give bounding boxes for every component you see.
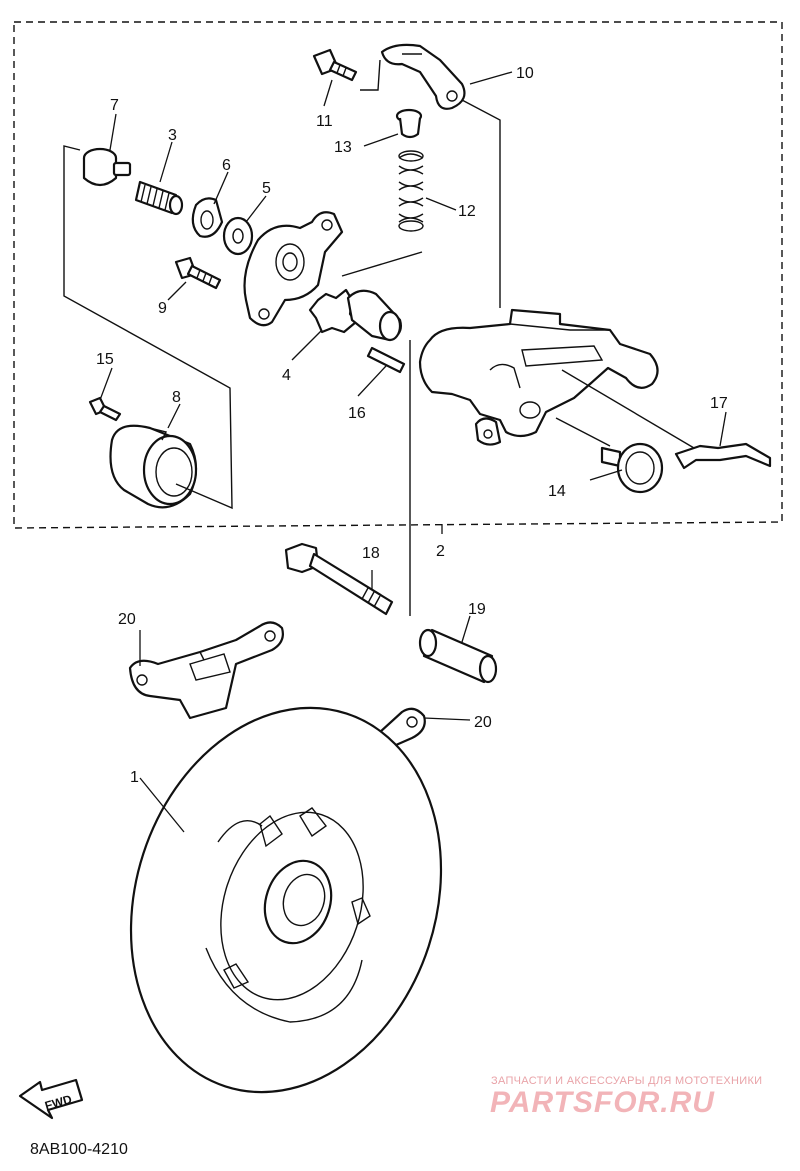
label-18: 18 (362, 545, 380, 562)
part-10-lever (380, 43, 466, 110)
adjuster-bracket (243, 211, 344, 327)
watermark-tagline: ЗАПЧАСТИ И АКСЕССУАРЫ ДЛЯ МОТОТЕХНИКИ (491, 1075, 763, 1087)
part-13-cap (395, 108, 423, 139)
part-19-sleeve (418, 628, 498, 684)
part-16-pin (366, 346, 406, 374)
part-12-spring (398, 150, 424, 232)
label-8: 8 (172, 389, 181, 406)
part-7-cap (82, 147, 132, 187)
part-4-gear-shaft (308, 288, 402, 342)
watermark-brand: PARTSFOR.RU (490, 1086, 715, 1119)
part-15-screw (88, 396, 122, 422)
part-11-bolt (312, 48, 358, 82)
part-8-cover (109, 424, 198, 509)
label-4: 4 (282, 367, 291, 384)
part-14-plug (600, 442, 664, 494)
label-14: 14 (548, 483, 566, 500)
label-10: 10 (516, 65, 534, 82)
label-6: 6 (222, 157, 231, 174)
label-2: 2 (436, 543, 445, 560)
label-16: 16 (348, 405, 366, 422)
assembly-guide-lines (63, 59, 695, 616)
part-6-clip (191, 197, 224, 238)
label-19: 19 (468, 601, 486, 618)
label-13: 13 (334, 139, 352, 156)
label-1: 1 (130, 769, 139, 786)
forward-arrow-icon: FWD (18, 1078, 84, 1120)
label-20-left: 20 (118, 611, 136, 628)
part-18-bolt (284, 542, 394, 616)
label-17: 17 (710, 395, 728, 412)
part-9-bolt (174, 256, 222, 290)
label-20-right: 20 (474, 714, 492, 731)
leader-lines (99, 71, 727, 833)
diagram-code: 8AB100-4210 (30, 1141, 128, 1158)
part-5-washer (222, 216, 254, 256)
part-3-adjuster-spring (134, 180, 184, 216)
label-11: 11 (316, 113, 333, 130)
label-15: 15 (96, 351, 114, 368)
label-3: 3 (168, 127, 177, 144)
label-12: 12 (458, 203, 476, 220)
part-1-brake-disc (129, 706, 443, 1094)
part-17-clip (674, 442, 772, 470)
part-20-brake-pad-left (128, 621, 284, 720)
caliper-body (418, 308, 659, 446)
label-5: 5 (262, 180, 271, 197)
label-7: 7 (110, 97, 119, 114)
label-9: 9 (158, 300, 167, 317)
